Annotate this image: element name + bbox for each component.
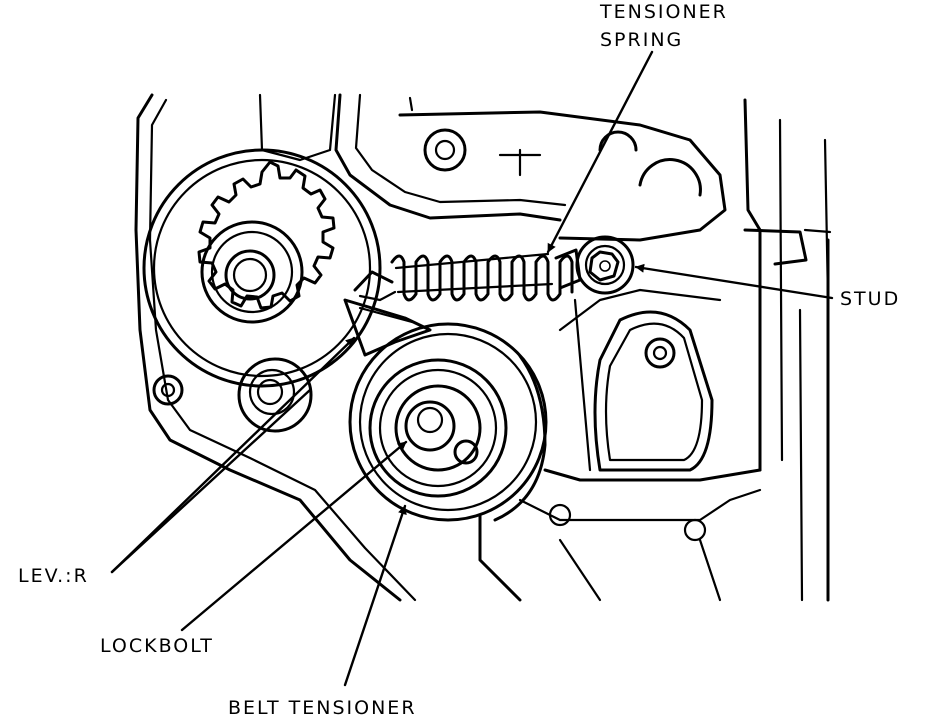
lever-leader-a xyxy=(110,336,356,574)
lever xyxy=(343,298,432,357)
pivot-bolt xyxy=(237,357,313,433)
label-tensioner-spring-line1: TENSIONER xyxy=(599,1,728,23)
label-tensioner-spring-line2: SPRING xyxy=(600,29,683,51)
stud-leader xyxy=(634,263,834,300)
stud xyxy=(575,235,635,295)
label-stud: STUD xyxy=(840,288,900,310)
tensioner-bracket-plate xyxy=(558,288,722,472)
leader-lines xyxy=(110,50,834,687)
belt-tensioner-leader xyxy=(343,504,407,687)
tensioner-spring xyxy=(353,248,582,302)
lockbolt-leader xyxy=(180,440,408,632)
engine-housing xyxy=(134,93,832,602)
lever-leader-b xyxy=(110,388,312,574)
tensioner-spring-leader xyxy=(546,50,654,254)
label-lever: LEV.:R xyxy=(18,565,89,587)
label-lockbolt: LOCKBOLT xyxy=(100,635,214,657)
timing-sprocket xyxy=(142,148,382,388)
label-belt-tensioner: BELT TENSIONER xyxy=(228,697,417,716)
belt-tensioner-pulley xyxy=(348,322,548,522)
